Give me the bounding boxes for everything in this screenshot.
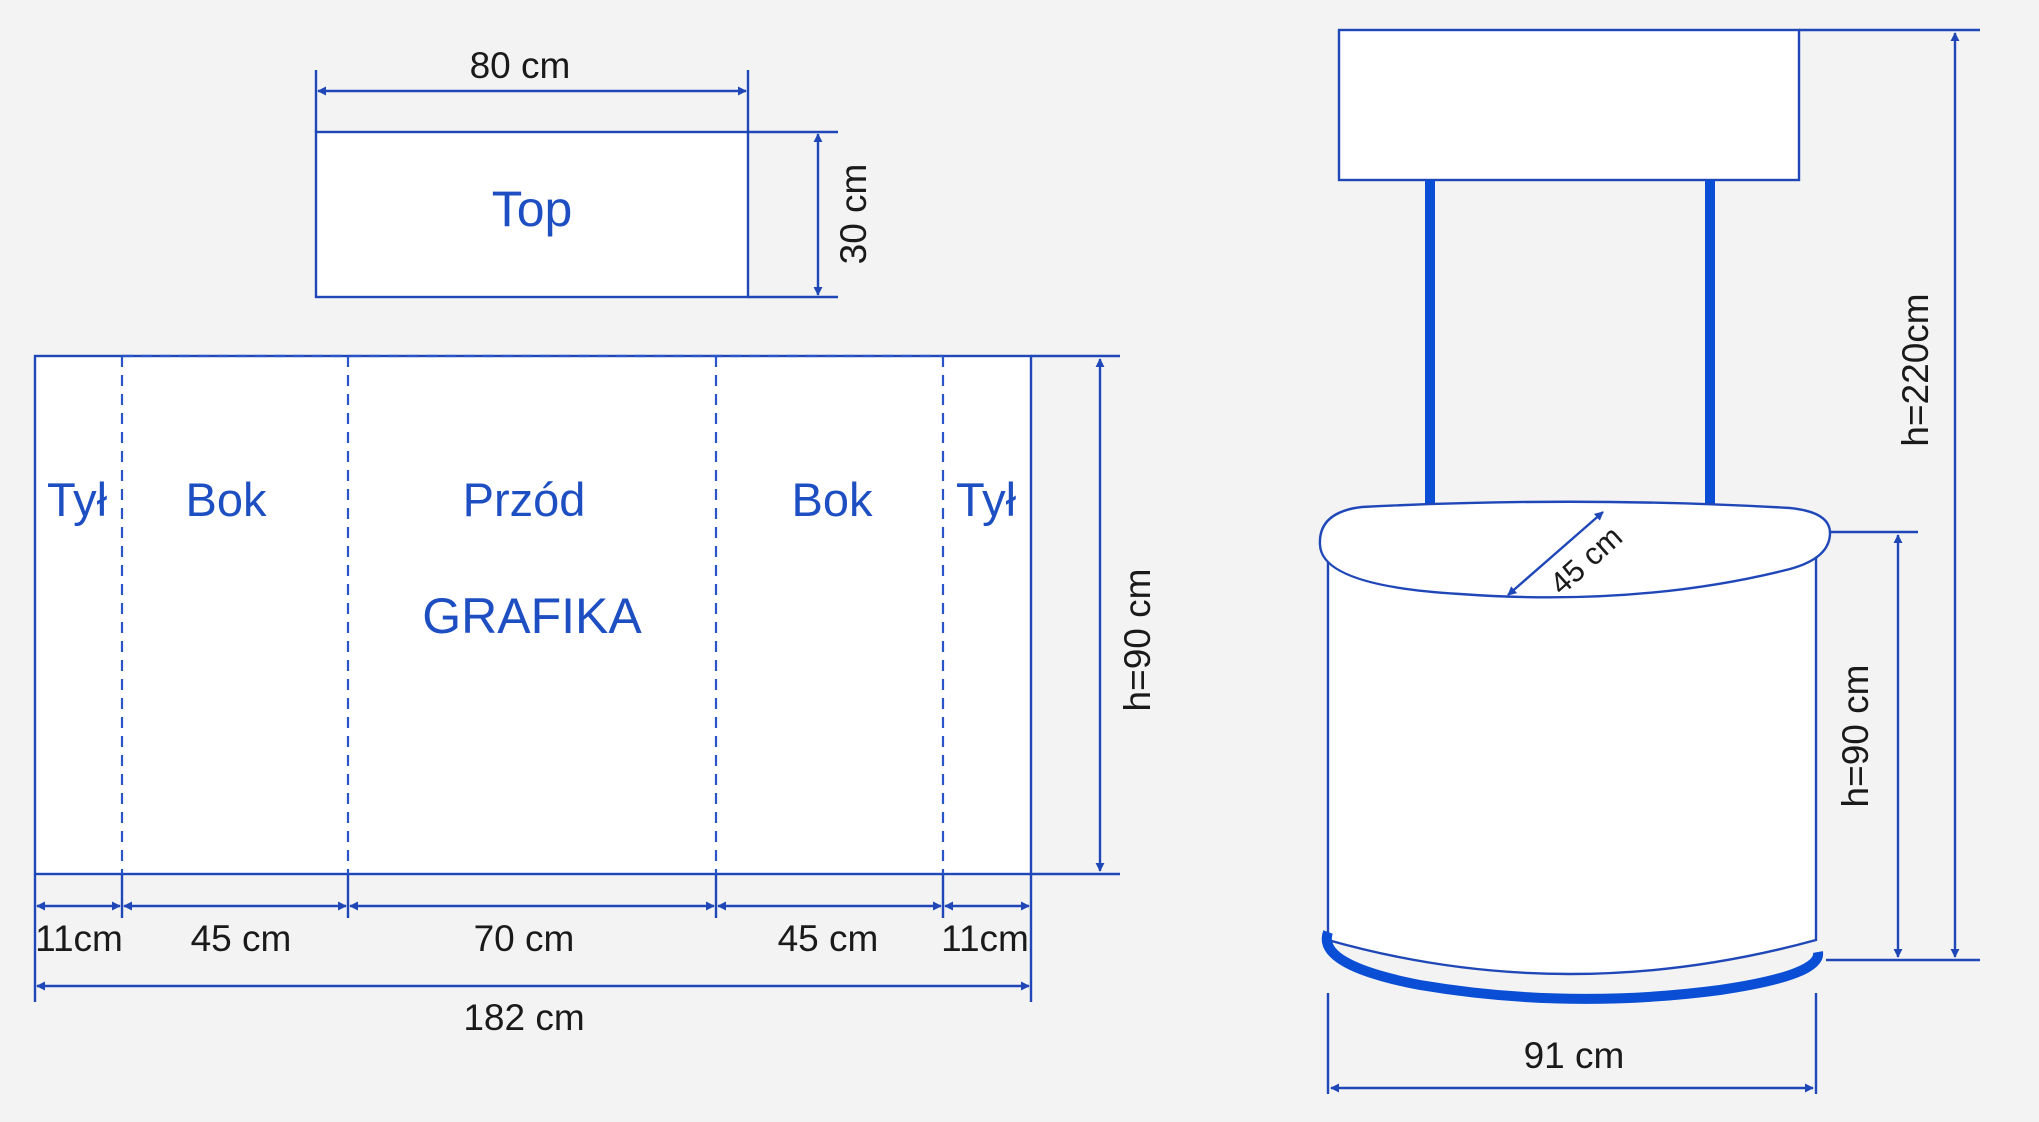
section-back-right-label: Tył [956, 473, 1017, 526]
top-width-label: 80 cm [470, 45, 571, 86]
total-height-label: h=220cm [1895, 293, 1936, 446]
counter-body [1326, 536, 1818, 976]
segment-width-label-1: 11cm [35, 918, 123, 959]
section-side-left-label: Bok [186, 473, 267, 526]
top-panel-rect [314, 130, 750, 299]
graphic-label: GRAFIKA [422, 588, 642, 644]
header-board [1337, 28, 1801, 182]
top-height-label: 30 cm [833, 164, 874, 265]
segment-width-label-5: 11cm [941, 918, 1029, 959]
flat-panel: Tył Bok Przód Bok Tył GRAFIKA h=90 cm 11… [33, 354, 1158, 1038]
counter-illustration: 45 cm h=220cm h=90 cm 91 cm [1318, 28, 1980, 1094]
counter-base [1321, 930, 1824, 1004]
body-height-label: h=90 cm [1835, 665, 1876, 808]
top-panel-title: Top [492, 181, 573, 237]
depth-dimension [1507, 511, 1604, 596]
top-panel: 80 cm 30 cm Top [314, 45, 874, 299]
flat-panel-rect [33, 354, 1033, 876]
total-width-label: 182 cm [463, 997, 584, 1038]
segment-width-label-4: 45 cm [778, 918, 879, 959]
section-back-left-label: Tył [47, 473, 108, 526]
flat-height-label: h=90 cm [1117, 569, 1158, 712]
section-front-label: Przód [463, 473, 586, 526]
segment-width-label-3: 70 cm [474, 918, 575, 959]
section-side-right-label: Bok [792, 473, 873, 526]
width-label: 91 cm [1524, 1035, 1625, 1076]
segment-width-label-2: 45 cm [191, 918, 292, 959]
